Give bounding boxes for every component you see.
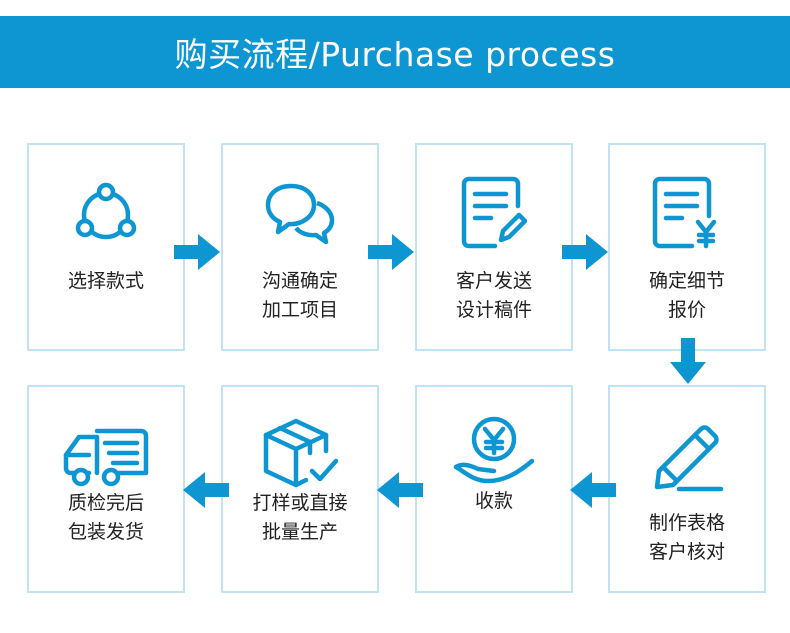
arrow-right-icon <box>368 234 414 270</box>
step-card-make-sheet: 制作表格 客户核对 <box>608 385 766 593</box>
arrow-down-icon <box>670 338 706 384</box>
step-label-line2: 包装发货 <box>67 521 144 543</box>
step-label-line2: 设计稿件 <box>455 299 532 321</box>
pencil-icon <box>610 421 764 493</box>
yen-hand-icon <box>417 415 571 487</box>
step-label: 选择款式 <box>67 270 144 292</box>
arrow-left-icon <box>570 472 616 508</box>
step-card-shipping: 质检完后 包装发货 <box>27 385 185 593</box>
step-label: 打样或直接 <box>252 492 348 514</box>
step-label-line2: 报价 <box>667 299 706 321</box>
step-label-line2: 加工项目 <box>261 299 338 321</box>
step-card-communicate: 沟通确定 加工项目 <box>221 143 379 351</box>
share-nodes-icon <box>29 178 183 248</box>
delivery-truck-icon <box>29 425 183 489</box>
step-card-confirm-details: 确定细节 报价 <box>608 143 766 351</box>
step-label-line2: 客户核对 <box>648 541 725 563</box>
step-label: 制作表格 <box>648 512 725 534</box>
page-title-banner: 购买流程/Purchase process <box>0 16 790 88</box>
step-label: 沟通确定 <box>261 270 338 292</box>
arrow-right-icon <box>562 234 608 270</box>
step-card-production: 打样或直接 批量生产 <box>221 385 379 593</box>
step-card-send-design: 客户发送 设计稿件 <box>415 143 573 351</box>
step-label: 收款 <box>474 490 513 512</box>
step-card-select-style: 选择款式 <box>27 143 185 351</box>
step-card-payment: 收款 <box>415 385 573 593</box>
arrow-left-icon <box>377 472 423 508</box>
step-label-line2: 批量生产 <box>261 521 338 543</box>
document-yen-icon <box>610 176 764 250</box>
step-label: 确定细节 <box>648 270 725 292</box>
document-edit-icon <box>417 176 571 250</box>
box-check-icon <box>223 417 377 489</box>
arrow-left-icon <box>183 472 229 508</box>
chat-bubbles-icon <box>223 178 377 248</box>
page-title: 购买流程/Purchase process <box>174 35 616 74</box>
step-label: 质检完后 <box>67 492 144 514</box>
arrow-right-icon <box>174 234 220 270</box>
step-label: 客户发送 <box>455 270 532 292</box>
